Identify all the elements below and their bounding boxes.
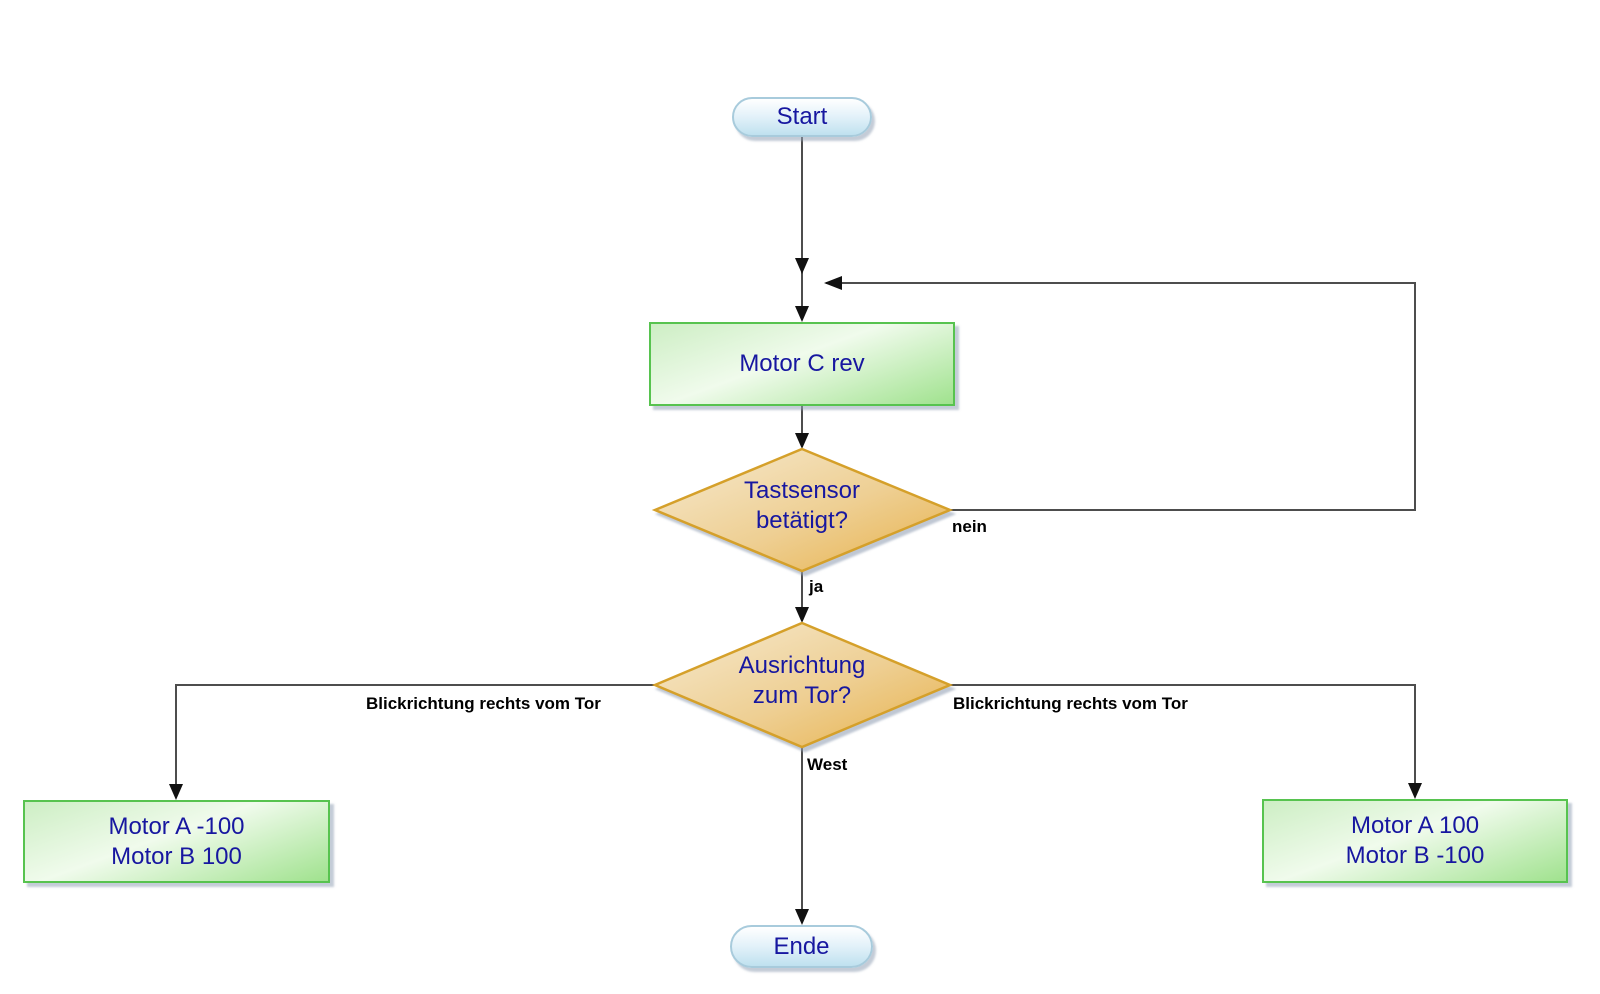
process-motor-c-node: Motor C rev <box>649 322 955 406</box>
decision-ausrichtung-line2: zum Tor? <box>752 682 852 709</box>
decision-tastsensor-label: Tastsensor betätigt? <box>682 474 922 538</box>
connector-west-to-ende <box>795 747 809 925</box>
connector-motorc-to-tastsensor <box>795 406 809 449</box>
process-motor-right-line1: Motor A 100 <box>1350 812 1480 839</box>
decision-tastsensor-line1: Tastsensor <box>743 477 861 504</box>
edge-label-west: West <box>807 755 848 774</box>
process-motor-right-node: Motor A 100 Motor B -100 <box>1262 799 1568 883</box>
arrowhead-tastsensor <box>795 433 809 449</box>
connector-nein-loopback-line <box>826 282 1416 511</box>
connector-start-to-motorc <box>795 137 809 322</box>
edge-label-left-branch: Blickrichtung rechts vom Tor <box>366 694 601 713</box>
process-motor-left-line2: Motor B 100 <box>111 842 242 870</box>
decision-ausrichtung-shape <box>651 621 954 749</box>
start-node: Start <box>732 97 872 137</box>
process-motor-left-line1: Motor A -100 <box>108 812 245 840</box>
connector-left-branch <box>169 684 655 800</box>
arrowhead-motorc <box>795 306 809 322</box>
arrowhead-junction <box>795 258 809 274</box>
arrowhead-ausrichtung <box>795 607 809 623</box>
connector-left-branch-line <box>175 684 655 795</box>
decision-tastsensor-line2: betätigt? <box>755 507 849 534</box>
start-node-label: Start <box>776 103 828 130</box>
process-motor-right-line2: Motor B -100 <box>1345 842 1485 869</box>
connector-ja-to-ausrichtung <box>795 571 809 623</box>
decision-ausrichtung-line1: Ausrichtung <box>738 652 866 679</box>
edge-label-nein: nein <box>952 517 987 536</box>
arrowhead-ende <box>795 909 809 925</box>
ende-node-label: Ende <box>773 932 830 960</box>
connector-nein-loopback <box>824 276 1416 511</box>
edge-label-right-branch: Blickrichtung rechts vom Tor <box>953 694 1188 713</box>
process-motor-left-node: Motor A -100 Motor B 100 <box>23 800 330 883</box>
arrowhead-motor-right <box>1408 783 1422 799</box>
ende-node: Ende <box>730 925 873 968</box>
arrowhead-motor-left <box>169 784 183 800</box>
decision-tastsensor-shape <box>651 447 954 573</box>
edge-label-ja: ja <box>809 577 824 596</box>
process-motor-c-label: Motor C rev <box>739 350 865 377</box>
connector-right-branch-line <box>950 684 1416 794</box>
decision-ausrichtung-label: Ausrichtung zum Tor? <box>682 649 922 713</box>
connector-right-branch <box>950 684 1422 799</box>
arrowhead-loopback <box>824 276 842 290</box>
